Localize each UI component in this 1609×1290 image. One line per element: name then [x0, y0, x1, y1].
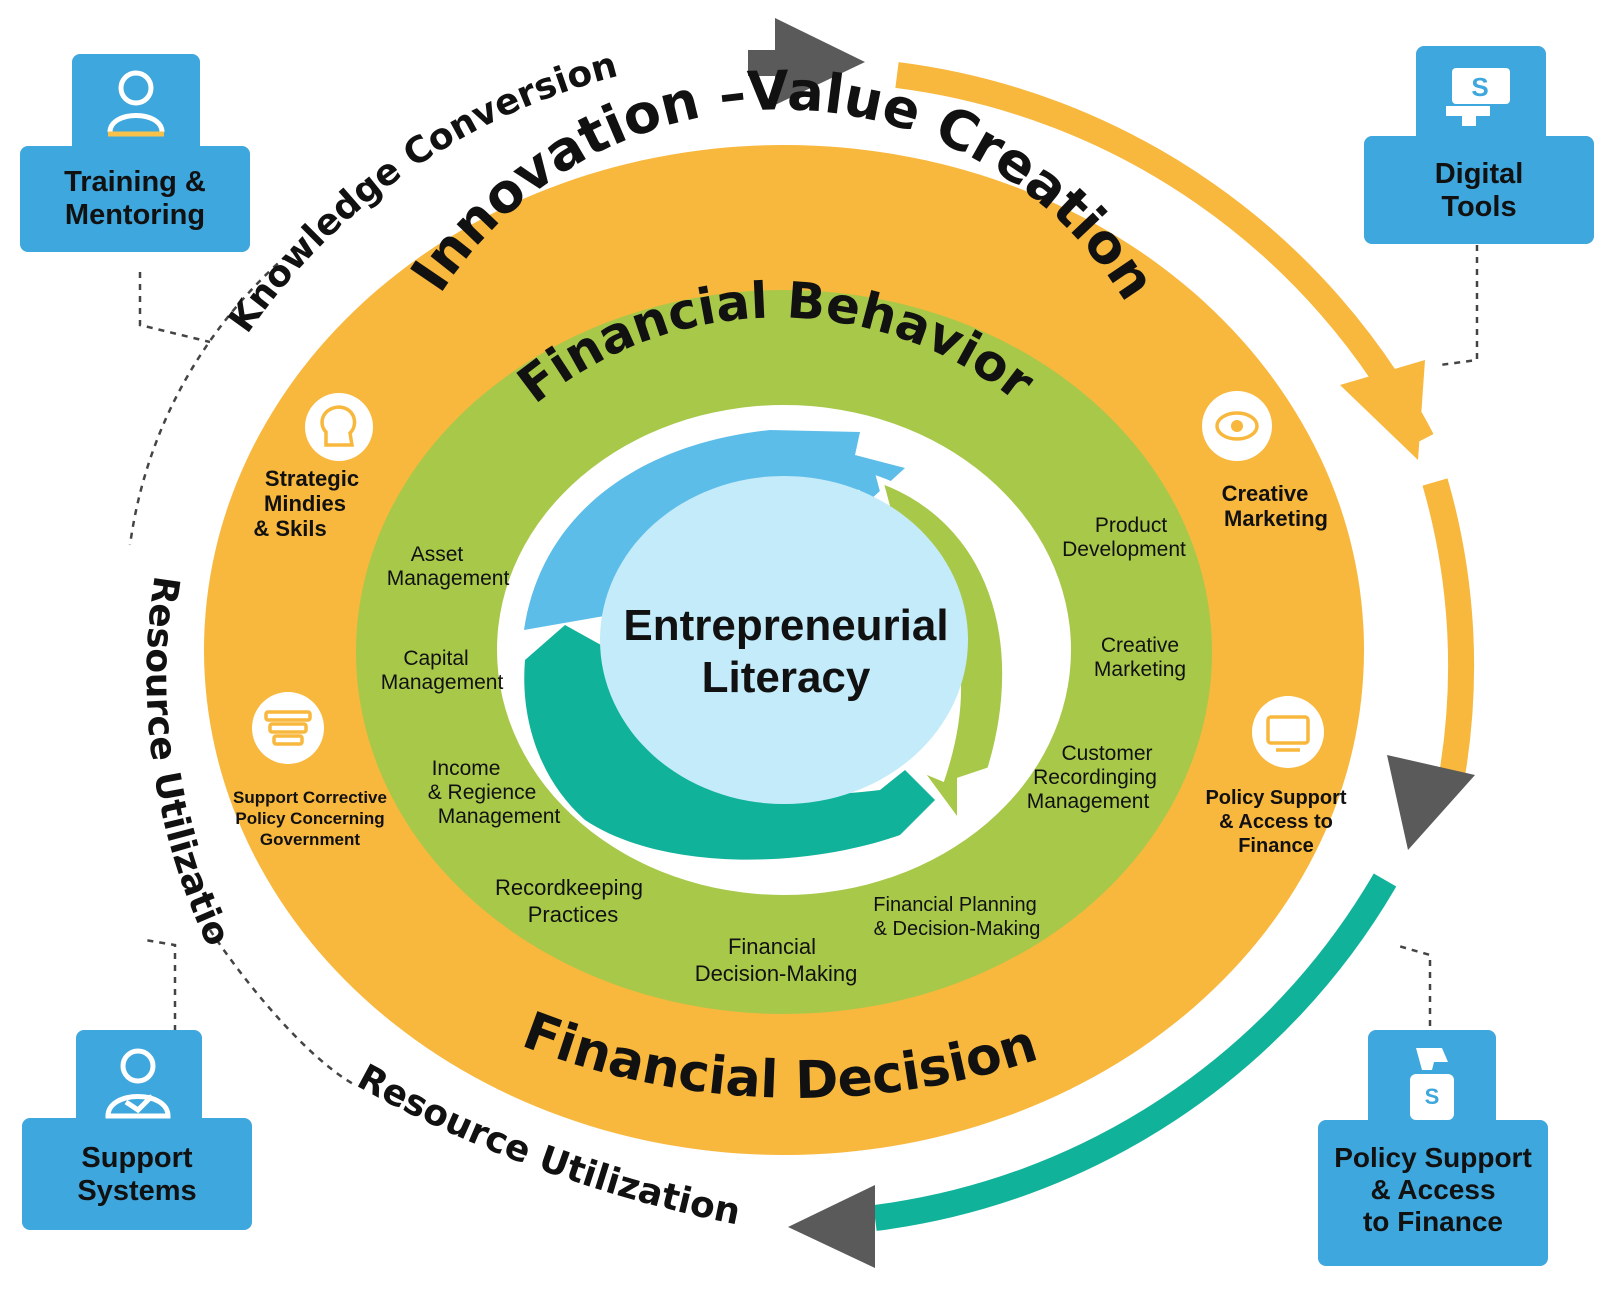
- svg-text:Mindies: Mindies: [264, 491, 346, 516]
- svg-text:Management: Management: [438, 805, 561, 828]
- eye-icon: [1202, 391, 1272, 461]
- svg-text:Policy Concerning: Policy Concerning: [235, 809, 384, 828]
- asset-management-label: Asset Management: [387, 543, 510, 590]
- svg-text:Recordkeeping: Recordkeeping: [495, 875, 643, 900]
- dispenser-icon: S: [1410, 1048, 1454, 1120]
- svg-text:Capital: Capital: [403, 647, 468, 670]
- svg-text:Support Corrective: Support Corrective: [233, 788, 387, 807]
- support-corrective-label: Support Corrective Policy Concerning Gov…: [233, 788, 387, 849]
- svg-text:Decision-Making: Decision-Making: [695, 961, 858, 986]
- outer-orange-arrow: [895, 62, 1434, 447]
- recordkeeping-label: Recordkeeping Practices: [495, 875, 643, 927]
- svg-text:Finance: Finance: [1238, 835, 1314, 857]
- center-circle: [600, 476, 968, 804]
- training-mentoring-card: Training &Mentoring: [20, 146, 250, 252]
- svg-text:& Decision-Making: & Decision-Making: [874, 918, 1041, 940]
- creative-marketing-orange-label: Creative Marketing: [1222, 481, 1328, 531]
- svg-text:Product: Product: [1095, 514, 1168, 537]
- svg-text:& Skils: & Skils: [253, 516, 326, 541]
- center-title-line2: Literacy: [702, 653, 871, 702]
- outer-orange-arrow-lower: [1422, 478, 1475, 778]
- monitor-icon: [1252, 696, 1324, 768]
- svg-text:Government: Government: [260, 830, 360, 849]
- svg-text:Recordinging: Recordinging: [1033, 766, 1157, 789]
- income-management-label: Income & Regience Management: [428, 757, 561, 828]
- stack-icon: [252, 692, 324, 764]
- training-mentoring-label: Training &Mentoring: [64, 166, 206, 231]
- svg-text:Practices: Practices: [528, 902, 618, 927]
- svg-text:Strategic: Strategic: [265, 466, 359, 491]
- svg-text:Asset: Asset: [411, 543, 464, 566]
- gray-arrowhead-right: [1387, 755, 1475, 850]
- head-icon: [305, 393, 373, 461]
- svg-text:Income: Income: [432, 757, 501, 780]
- svg-text:S: S: [1471, 72, 1488, 102]
- svg-text:Creative: Creative: [1222, 481, 1309, 506]
- outer-teal-arrow: [873, 873, 1397, 1231]
- creative-marketing-green-label: Creative Marketing: [1094, 634, 1186, 681]
- svg-text:Management: Management: [387, 567, 510, 590]
- teal-cycle-arrow: [524, 625, 935, 860]
- financial-planning-label: Financial Planning & Decision-Making: [873, 894, 1040, 940]
- policy-support-orange-label: Policy Support & Access to Finance: [1205, 787, 1346, 857]
- svg-text:Development: Development: [1062, 538, 1186, 561]
- svg-text:& Access to: & Access to: [1219, 811, 1333, 833]
- outer-orange-arrowhead: [1340, 360, 1425, 460]
- computer-icon: S: [1446, 68, 1510, 126]
- svg-text:Marketing: Marketing: [1094, 658, 1186, 681]
- svg-text:Policy Support: Policy Support: [1205, 787, 1346, 809]
- gray-arrow-top: [748, 18, 865, 105]
- support-person-icon: [105, 1048, 171, 1119]
- person-icon: [107, 70, 165, 137]
- svg-text:Management: Management: [1027, 790, 1150, 813]
- customer-recordinging-label: Customer Recordinging Management: [1027, 742, 1157, 813]
- svg-text:S: S: [1425, 1084, 1440, 1109]
- svg-text:Marketing: Marketing: [1224, 506, 1328, 531]
- financial-decision-making-label: Financial Decision-Making: [695, 934, 858, 986]
- svg-text:Financial Planning: Financial Planning: [873, 894, 1036, 916]
- svg-text:Creative: Creative: [1101, 634, 1179, 657]
- svg-text:Management: Management: [381, 671, 504, 694]
- strategic-mindies-label: Strategic Mindies & Skils: [253, 466, 359, 541]
- svg-text:Financial: Financial: [728, 934, 816, 959]
- center-title-line1: Entrepreneurial: [623, 601, 948, 650]
- gray-arrowhead-bottom: [788, 1185, 875, 1268]
- svg-text:& Regience: & Regience: [428, 781, 537, 804]
- dashed-connectors: [128, 239, 1479, 1087]
- product-development-label: Product Development: [1062, 514, 1186, 561]
- capital-management-label: Capital Management: [381, 647, 504, 694]
- svg-text:Customer: Customer: [1061, 742, 1152, 765]
